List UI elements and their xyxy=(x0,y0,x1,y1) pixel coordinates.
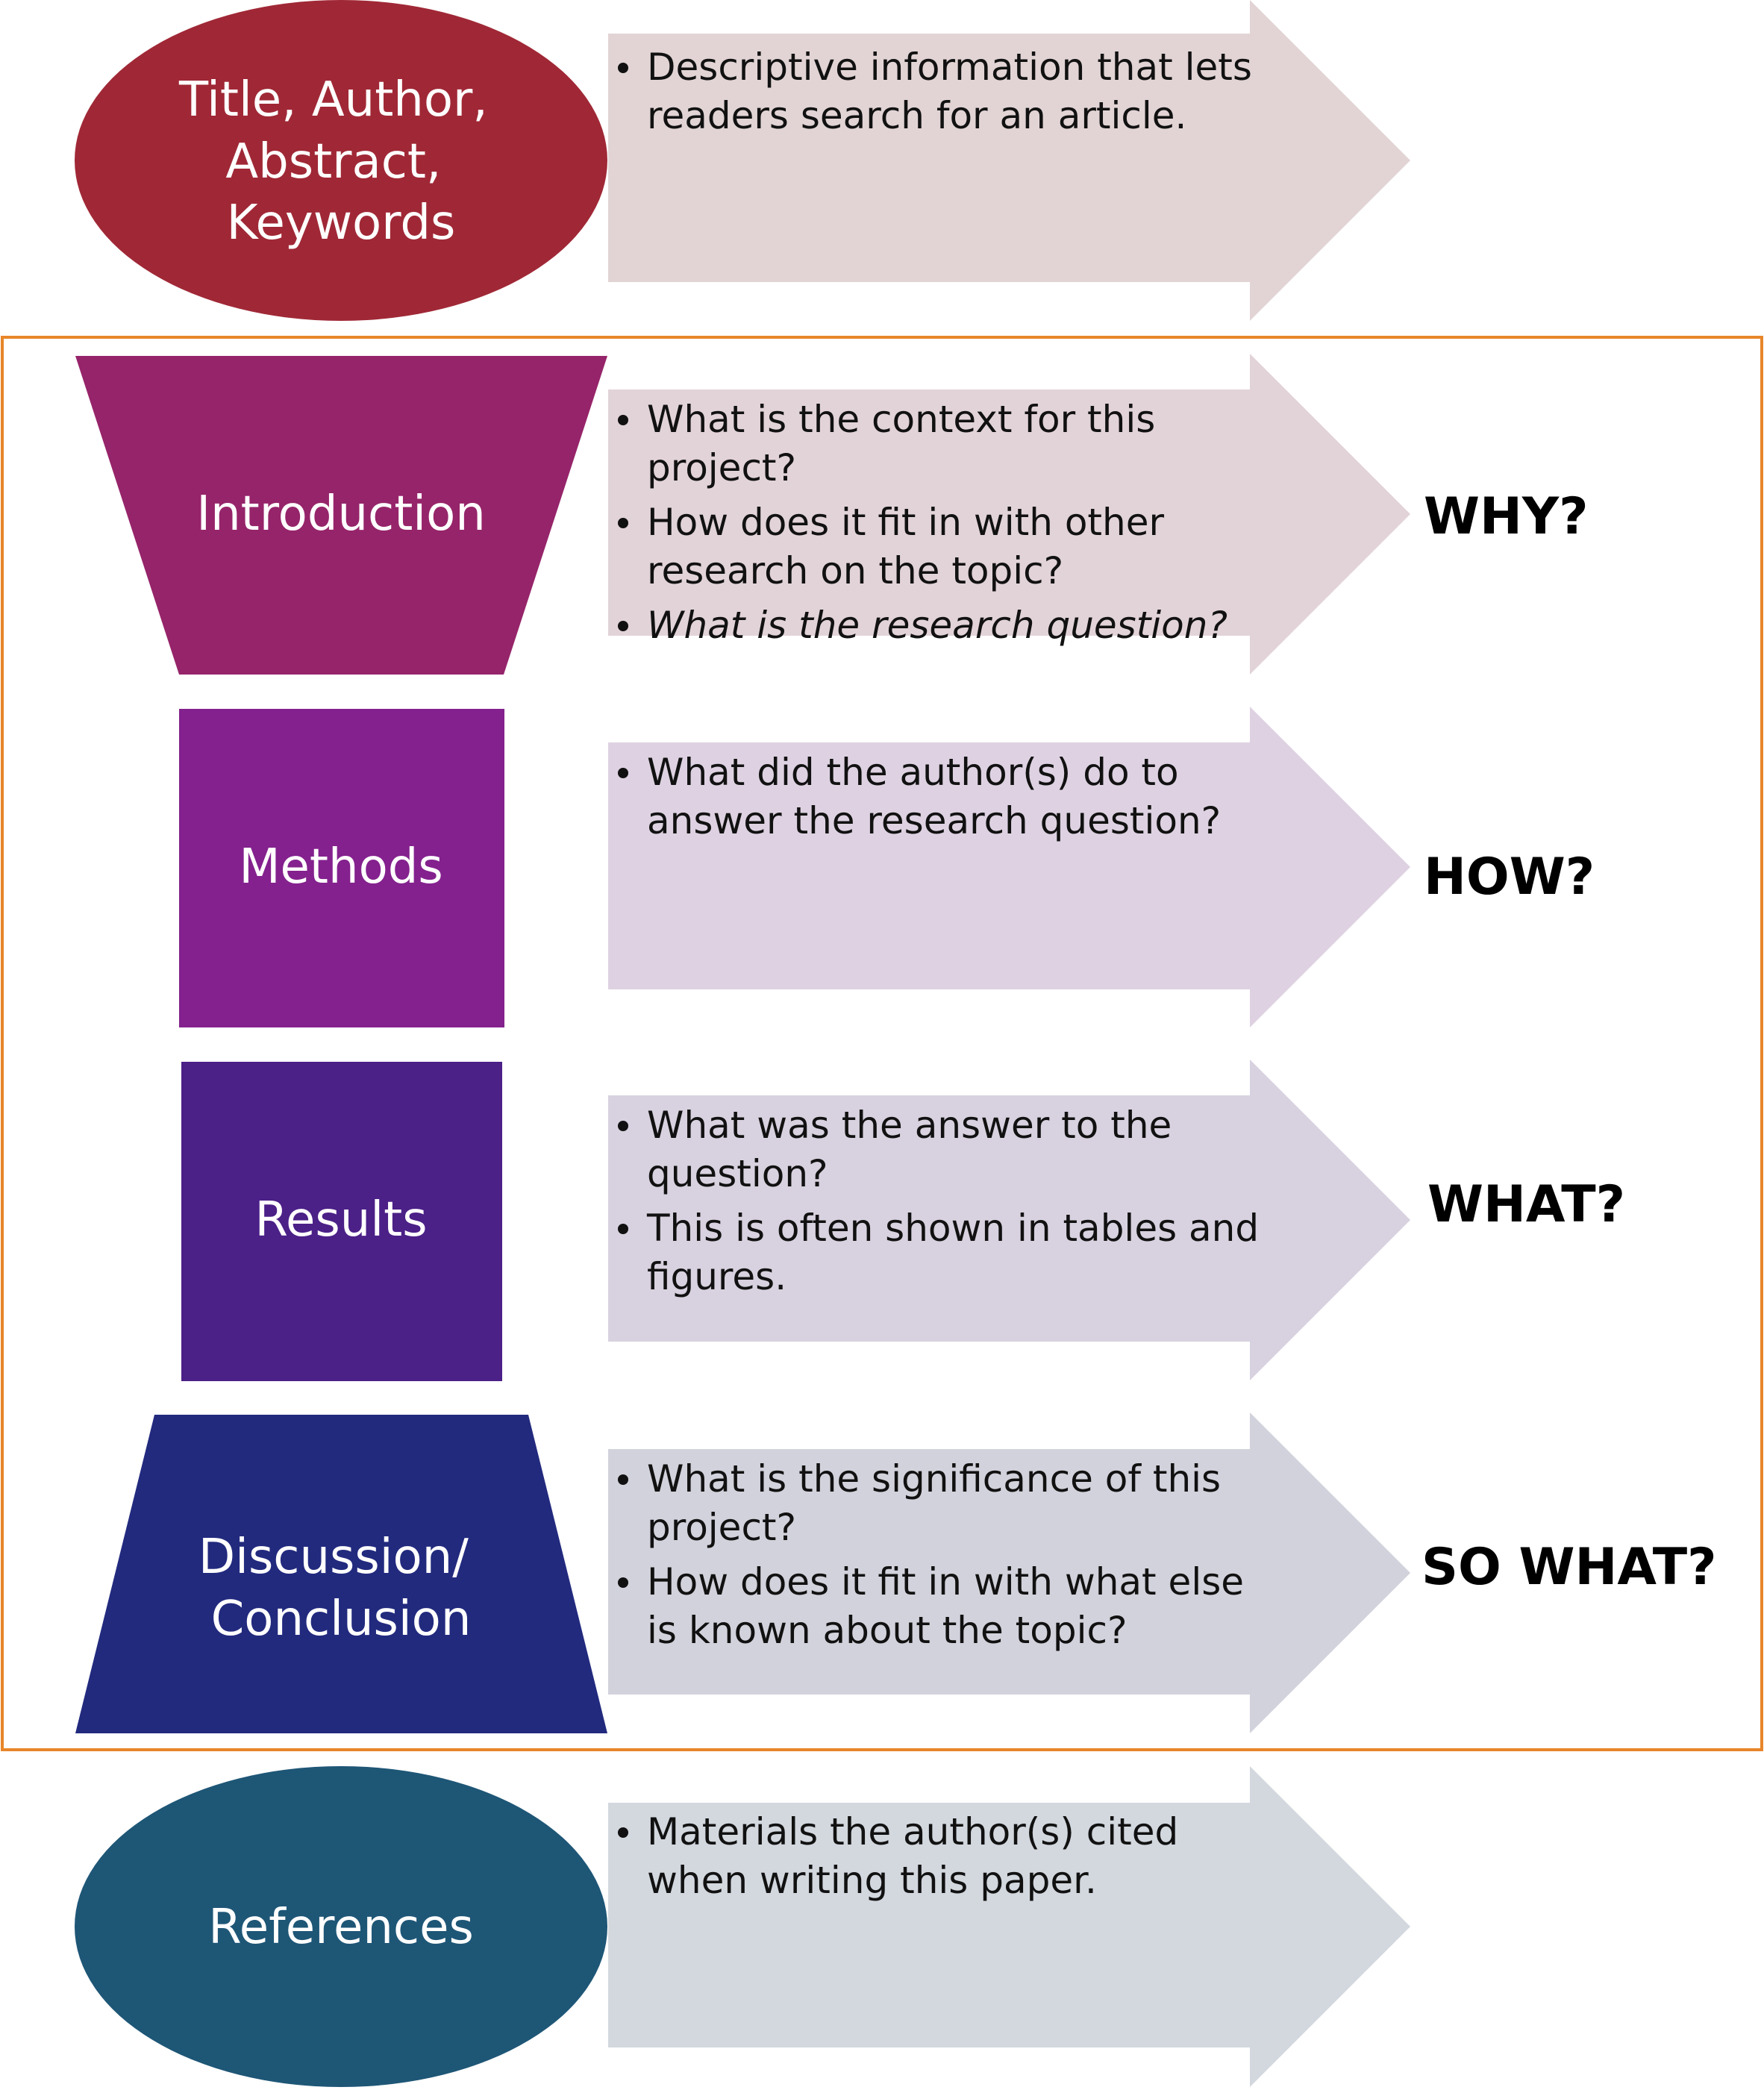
bullet-item: What was the answer to the question? xyxy=(608,1101,1280,1198)
bullet-text: Descriptive information that lets reader… xyxy=(647,46,1252,137)
arrow-methods xyxy=(608,707,1410,1027)
bullet-item: What is the significance of this project… xyxy=(608,1455,1280,1552)
bullet-item: What is the context for this project? xyxy=(608,395,1280,492)
core-sections-frame xyxy=(1,336,1763,1751)
bullet-text: How does it fit in with what else is kno… xyxy=(647,1560,1245,1652)
title-ellipse xyxy=(75,0,607,321)
introduction-funnel-shape xyxy=(75,356,607,675)
discussion-label-line: Discussion/ xyxy=(198,1530,469,1585)
bullet-text: What is the research question? xyxy=(647,604,1228,647)
how-question: HOW? xyxy=(1424,848,1595,907)
bullet-dot xyxy=(618,1827,628,1838)
discussion-trapezoid xyxy=(75,1415,607,1733)
discussion-label: Discussion/ Conclusion xyxy=(198,1530,484,1647)
discussion-label-line: Conclusion xyxy=(211,1592,472,1647)
bullet-item: How does it fit in with what else is kno… xyxy=(608,1558,1280,1655)
methods-label: Methods xyxy=(239,839,442,895)
methods-rectangle xyxy=(179,709,504,1027)
arrow-results xyxy=(608,1060,1410,1380)
arrow-introduction xyxy=(608,354,1410,675)
bullet-dot xyxy=(618,63,628,73)
references-ellipse xyxy=(75,1766,607,2087)
bullet-item: How does it fit in with other research o… xyxy=(608,498,1280,595)
bullet-dot xyxy=(618,518,628,528)
bullet-dot xyxy=(618,1224,628,1234)
bullet-text: Materials the author(s) cited when writi… xyxy=(647,1810,1179,1902)
arrow-discussion xyxy=(608,1412,1410,1733)
bullet-dot xyxy=(618,1474,628,1485)
questions-layer: WHY? HOW? WHAT? SO WHAT? xyxy=(1421,487,1717,1597)
results-label: Results xyxy=(254,1192,427,1248)
shapes-layer xyxy=(75,0,607,2087)
bullet-item: Descriptive information that lets reader… xyxy=(608,43,1280,140)
methods-bullets: What did the author(s) do to answer the … xyxy=(608,748,1280,851)
bullet-dot xyxy=(618,1577,628,1588)
bullet-dot xyxy=(618,1121,628,1131)
bullet-dot xyxy=(618,768,628,778)
introduction-bullets: What is the context for this project? Ho… xyxy=(608,395,1280,656)
bullet-item: What is the research question? xyxy=(608,601,1280,650)
title-label-line: Abstract, xyxy=(225,134,441,190)
what-question: WHAT? xyxy=(1427,1175,1625,1234)
title-label-line: Keywords xyxy=(227,195,456,251)
title-label: Title, Author, Abstract, Keywords xyxy=(178,72,503,251)
bullet-text: What is the context for this project? xyxy=(647,398,1156,489)
bullet-text: What is the significance of this project… xyxy=(647,1457,1222,1549)
labels-layer: Title, Author, Abstract, Keywords Introd… xyxy=(178,72,503,1955)
references-label: References xyxy=(208,1900,474,1955)
results-rectangle xyxy=(181,1062,502,1381)
bullet-text: What was the answer to the question? xyxy=(647,1104,1172,1195)
why-question: WHY? xyxy=(1424,487,1589,546)
arrows-layer xyxy=(608,0,1410,2087)
bullet-text: How does it fit in with other research o… xyxy=(647,501,1165,592)
arrow-references xyxy=(608,1766,1410,2087)
bullet-text: This is often shown in tables and figure… xyxy=(647,1207,1260,1298)
bullet-text: What did the author(s) do to answer the … xyxy=(647,751,1222,842)
bullet-item: Materials the author(s) cited when writi… xyxy=(608,1808,1280,1905)
title-bullets: Descriptive information that lets reader… xyxy=(608,43,1280,146)
references-bullets: Materials the author(s) cited when writi… xyxy=(608,1808,1280,1911)
bullet-dot xyxy=(618,415,628,425)
bullet-item: What did the author(s) do to answer the … xyxy=(608,748,1280,845)
discussion-bullets: What is the significance of this project… xyxy=(608,1455,1280,1661)
bullet-dot xyxy=(618,621,628,631)
results-bullets: What was the answer to the question? Thi… xyxy=(608,1101,1280,1307)
so-what-question: SO WHAT? xyxy=(1421,1538,1717,1597)
introduction-label: Introduction xyxy=(196,486,486,542)
title-label-line: Title, Author, xyxy=(178,72,488,128)
arrow-title xyxy=(608,0,1410,321)
bullet-item: This is often shown in tables and figure… xyxy=(608,1204,1280,1301)
